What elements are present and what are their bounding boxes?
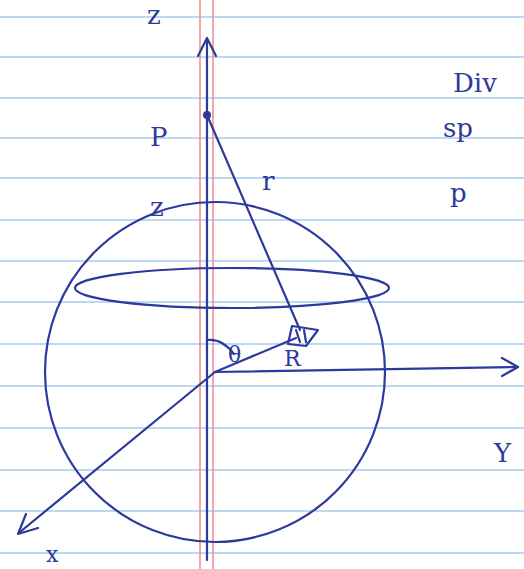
note-text: sp — [443, 115, 473, 141]
note-text: Div — [453, 70, 497, 96]
axis-label: x — [46, 544, 58, 566]
point-dot — [203, 111, 211, 119]
note-text: p — [450, 180, 467, 206]
distance-label: z — [150, 194, 164, 220]
axis-label: z — [147, 2, 161, 28]
angle-label: θ — [228, 344, 241, 366]
axis-label: Y — [494, 440, 511, 466]
margin-lines — [200, 0, 213, 569]
ruled-lines — [0, 17, 524, 553]
radius-label: R — [284, 348, 301, 370]
ink-drawing — [18, 38, 518, 560]
distance-label: r — [262, 168, 274, 194]
point-label: P — [150, 124, 168, 150]
